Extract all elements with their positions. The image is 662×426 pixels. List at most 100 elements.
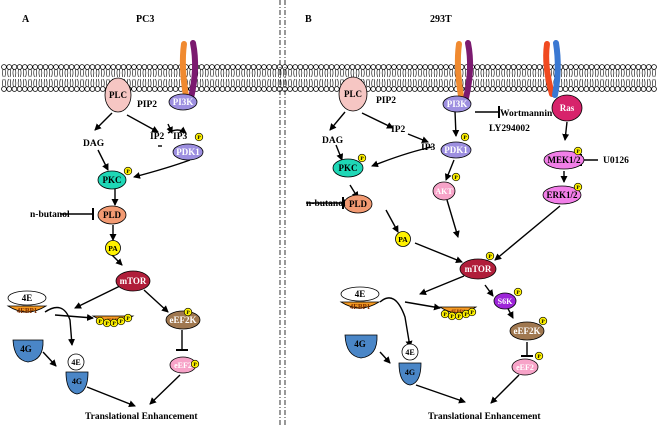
node-4g-b: 4G <box>344 334 378 359</box>
lipid-head-bottom <box>370 78 377 92</box>
panel-a-title: PC3 <box>136 14 154 25</box>
lipid-head-top <box>474 64 481 78</box>
lipid-head-top <box>323 64 330 78</box>
node-pld-a-label: PLD <box>103 210 122 220</box>
lipid-head-bottom <box>521 78 527 92</box>
phospho-marker <box>460 132 470 142</box>
lipid-head-top <box>619 64 626 78</box>
lipid-head-bottom <box>250 78 257 92</box>
lipid-head-top <box>245 64 252 78</box>
phospho-marker-label: P <box>541 319 545 325</box>
lipid-head-bottom <box>448 78 455 92</box>
lipid-head-bottom <box>313 78 319 92</box>
lipid-head-top <box>318 64 325 78</box>
lipid-head-top <box>625 64 631 78</box>
lipid-head-bottom <box>474 78 481 92</box>
lipid-head-top <box>614 64 621 78</box>
phospho-marker <box>538 316 548 326</box>
label-ip3-a: IP3 <box>173 132 188 142</box>
receptor-a <box>179 40 199 101</box>
node-eef2k-a-label: eEF2K <box>170 315 197 325</box>
lipid-head-top <box>47 64 54 78</box>
phospho-marker <box>194 132 204 142</box>
lipid-head-top <box>313 64 319 78</box>
lipid-head-bottom <box>640 78 647 92</box>
node-4g-complex-b-label: 4G <box>405 368 415 377</box>
lipid-head-top <box>427 64 434 78</box>
node-pkc-b-label: PKC <box>339 163 358 173</box>
phospho-marker <box>123 166 133 176</box>
lipid-head-bottom <box>500 78 507 92</box>
panel-a-letter: A <box>22 14 30 25</box>
lipid-head-bottom <box>224 78 231 92</box>
lipid-head-top <box>292 64 299 78</box>
lipid-head-bottom <box>510 78 517 92</box>
phospho-marker <box>183 307 193 317</box>
lipid-head-top <box>588 64 595 78</box>
lipid-head-top <box>411 64 418 78</box>
lipid-head-top <box>443 64 449 78</box>
label-dag-a: DAG <box>83 139 105 149</box>
lipid-head-top <box>126 64 132 78</box>
phospho-marker-label: P <box>470 310 474 316</box>
node-4g-b-label: 4G <box>354 339 366 349</box>
lipid-head-bottom <box>443 78 449 92</box>
phospho-marker-label: P <box>537 354 541 360</box>
lipid-head-bottom <box>74 78 80 92</box>
lipid-head-top <box>437 64 444 78</box>
panel-a: A PC3 <box>6 14 204 422</box>
phospho-marker <box>534 351 544 361</box>
node-akt-b: AKT <box>432 181 456 201</box>
lipid-head-top <box>42 64 49 78</box>
lipid-head-bottom <box>37 78 44 92</box>
lipid-head-top <box>365 64 371 78</box>
lipid-head-bottom <box>204 78 210 92</box>
lipid-head-bottom <box>588 78 595 92</box>
lipid-head-bottom <box>235 78 241 92</box>
node-pi3k-a-label: PI3K <box>173 97 194 107</box>
phospho-marker-label: P <box>360 156 364 162</box>
arrows-b <box>306 106 598 404</box>
lipid-head-top <box>505 64 512 78</box>
receptor-b-pi3k <box>454 40 474 101</box>
node-pdk1-b: PDK1 <box>440 141 472 159</box>
node-4e-4ebp1-b: 4E 4EBP1 <box>339 286 381 311</box>
node-pi3k-b-label: PI3K <box>447 99 468 109</box>
node-eef2-b: eEF2 <box>511 358 539 376</box>
lipid-head-top <box>609 64 616 78</box>
lipid-head-top <box>240 64 246 78</box>
lipid-head-bottom <box>27 78 33 92</box>
label-pip2-b: PIP2 <box>376 96 396 106</box>
lipid-head-top <box>500 64 507 78</box>
lipid-head-bottom <box>651 78 657 92</box>
lipid-head-top <box>110 64 116 78</box>
phospho-marker-label: P <box>197 135 201 141</box>
node-s6k-b-label: S6K <box>498 297 513 306</box>
label-ip2-b: IP2 <box>391 125 406 135</box>
lipid-head-top <box>53 64 59 78</box>
lipid-head-bottom <box>219 78 226 92</box>
lipid-head-top <box>339 64 345 78</box>
lipid-head-top <box>401 64 408 78</box>
node-pa-a-label: PA <box>108 244 118 253</box>
node-pa-a: PA <box>105 240 121 256</box>
lipid-head-bottom <box>432 78 439 92</box>
node-pkc-a: PKC <box>97 170 127 190</box>
lipid-head-bottom <box>307 78 314 92</box>
node-erk-b: ERK1/2 <box>542 185 582 205</box>
lipid-head-bottom <box>531 78 538 92</box>
lipid-head-bottom <box>323 78 330 92</box>
lipid-head-top <box>417 64 423 78</box>
node-pa-b-label: PA <box>398 235 408 244</box>
node-mtor-b: mTOR <box>459 258 497 280</box>
lipid-head-bottom <box>172 78 179 92</box>
lipid-head-bottom <box>297 78 304 92</box>
lipid-head-top <box>204 64 210 78</box>
lipid-head-top <box>16 64 23 78</box>
lipid-head-top <box>146 64 153 78</box>
lipid-head-top <box>448 64 455 78</box>
lipid-head-top <box>224 64 231 78</box>
phospho-marker-label: P <box>457 314 461 320</box>
lipid-head-bottom <box>625 78 631 92</box>
lipid-head-bottom <box>100 78 106 92</box>
